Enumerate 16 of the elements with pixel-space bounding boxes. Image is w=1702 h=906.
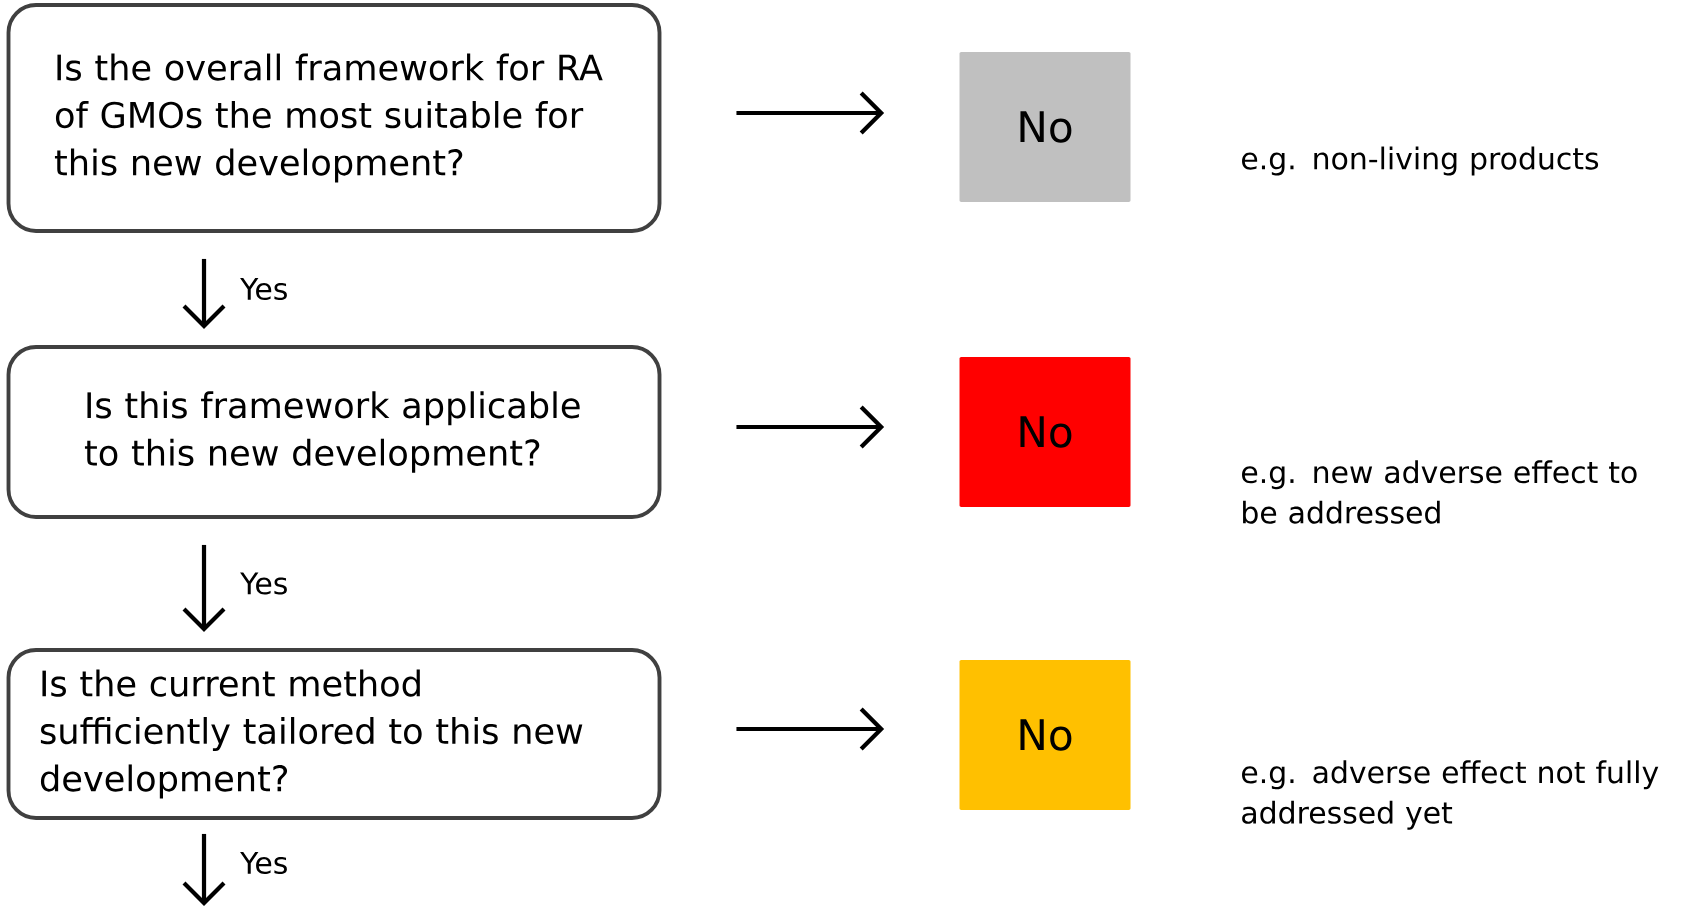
outcome-box: No: [959, 357, 1131, 507]
edge-label: Yes: [238, 276, 291, 302]
example-text: e.g. new adverse effect to be addressed: [1242, 460, 1637, 524]
edge-label: Yes: [238, 850, 291, 876]
example-text: e.g. adverse effect not fully addressed yet: [1242, 760, 1659, 830]
arrow: [736, 707, 885, 751]
arrow: [736, 405, 885, 449]
outcome-box: No: [959, 660, 1131, 810]
edge-label: Yes: [238, 570, 291, 597]
question-box: Is this framework applicable to this new development?: [6, 345, 662, 519]
question-box: Is the overall framework for RA of GMOs the most suitable for this new development?: [6, 3, 662, 233]
arrow: [182, 544, 226, 633]
arrow: [736, 91, 885, 135]
outcome-box: No: [959, 52, 1131, 202]
question-box: Is the current method sufficiently tailored to this new development?: [6, 648, 662, 820]
example-text: e.g. non-living products: [1242, 146, 1599, 176]
